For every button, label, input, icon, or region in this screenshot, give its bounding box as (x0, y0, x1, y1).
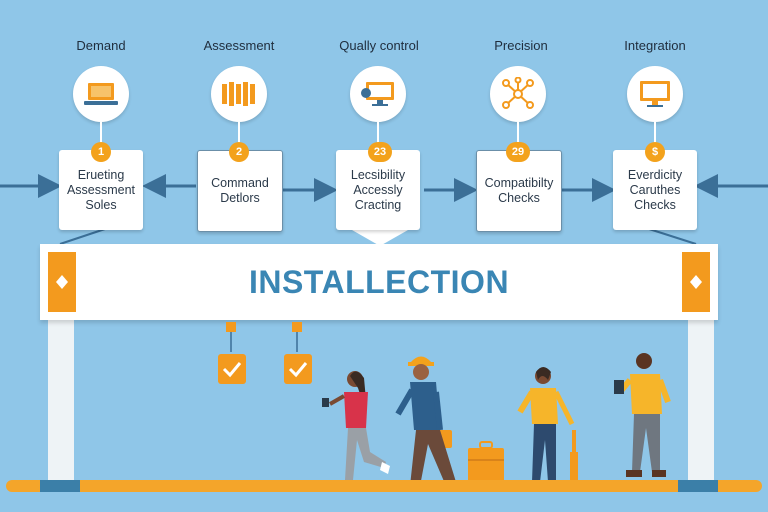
stage-1-line-3: Soles (85, 197, 117, 212)
bars-icon (211, 66, 267, 122)
stage-5-label: Integration (624, 38, 686, 53)
stage-3-line-2: Accessly (353, 182, 403, 197)
stage-4-line-2: Checks (498, 191, 540, 205)
stage-3-badge: 23 (368, 142, 392, 162)
stage-5-line-3: Checks (634, 197, 676, 212)
banner-title: INSTALLECTION (248, 264, 510, 300)
stem-3 (377, 122, 379, 144)
banner-right-cap (682, 252, 710, 312)
link-card1-banner (59, 227, 109, 245)
card3-pointer (352, 230, 408, 246)
stage-5-line-1: Everdicity (627, 167, 683, 182)
banner-left-cap (48, 252, 76, 312)
ground-bar (6, 480, 762, 492)
monitor-icon (627, 66, 683, 122)
stage-4-label: Precision (494, 38, 548, 53)
stage-1-badge: 1 (91, 142, 111, 162)
ground-segment-left (40, 480, 80, 492)
toolbox-icon (468, 441, 504, 482)
stage-5-card: Everdicity Caruthes Checks (613, 150, 697, 230)
stem-2 (238, 122, 240, 144)
stage-2-line-1: Command (211, 176, 269, 190)
stage-2-label: Assessment (203, 38, 275, 53)
stage-2-line-2: Detlors (220, 191, 260, 205)
stage-1-line-2: Assessment (66, 182, 136, 197)
person-tablet-icon (614, 353, 671, 477)
stage-2-card: Command Detlors (197, 150, 283, 232)
person-red-icon (322, 371, 390, 486)
laptop-icon (73, 66, 129, 122)
stem-1 (100, 122, 102, 144)
link-card5-banner (645, 227, 697, 245)
check-tag-icon (218, 322, 246, 384)
stage-1-card: Erueting Assessment Soles (59, 150, 143, 230)
network-icon (490, 66, 546, 122)
stage-1-line-1: Erueting (77, 167, 125, 182)
right-post (688, 320, 714, 482)
stage-4-line-1: Compatibilty (484, 176, 554, 190)
stage-4-card: Compatibilty Checks (476, 150, 562, 232)
left-post (48, 320, 74, 482)
stage-1-label: Demand (76, 38, 126, 53)
person-yellow-icon (517, 367, 578, 482)
monitor-gear-icon (350, 66, 406, 122)
stage-2-badge: 2 (229, 142, 249, 162)
stage-5-badge: $ (645, 142, 665, 162)
ground-segment-right (678, 480, 718, 492)
stage-4-badge: 29 (506, 142, 530, 162)
stage-3-line-1: Lecsibility (350, 167, 406, 182)
check-tag-icon-2 (284, 322, 312, 384)
person-helmet-icon (395, 356, 460, 490)
installation-banner: INSTALLECTION (40, 244, 718, 320)
stage-3-line-3: Cracting (354, 197, 402, 212)
stem-4 (517, 122, 519, 144)
stage-3-card: Lecsibility Accessly Cracting (336, 150, 420, 230)
stage-3-label: Qually control (339, 38, 419, 53)
stem-5 (654, 122, 656, 144)
stage-5-line-2: Caruthes (629, 182, 681, 197)
